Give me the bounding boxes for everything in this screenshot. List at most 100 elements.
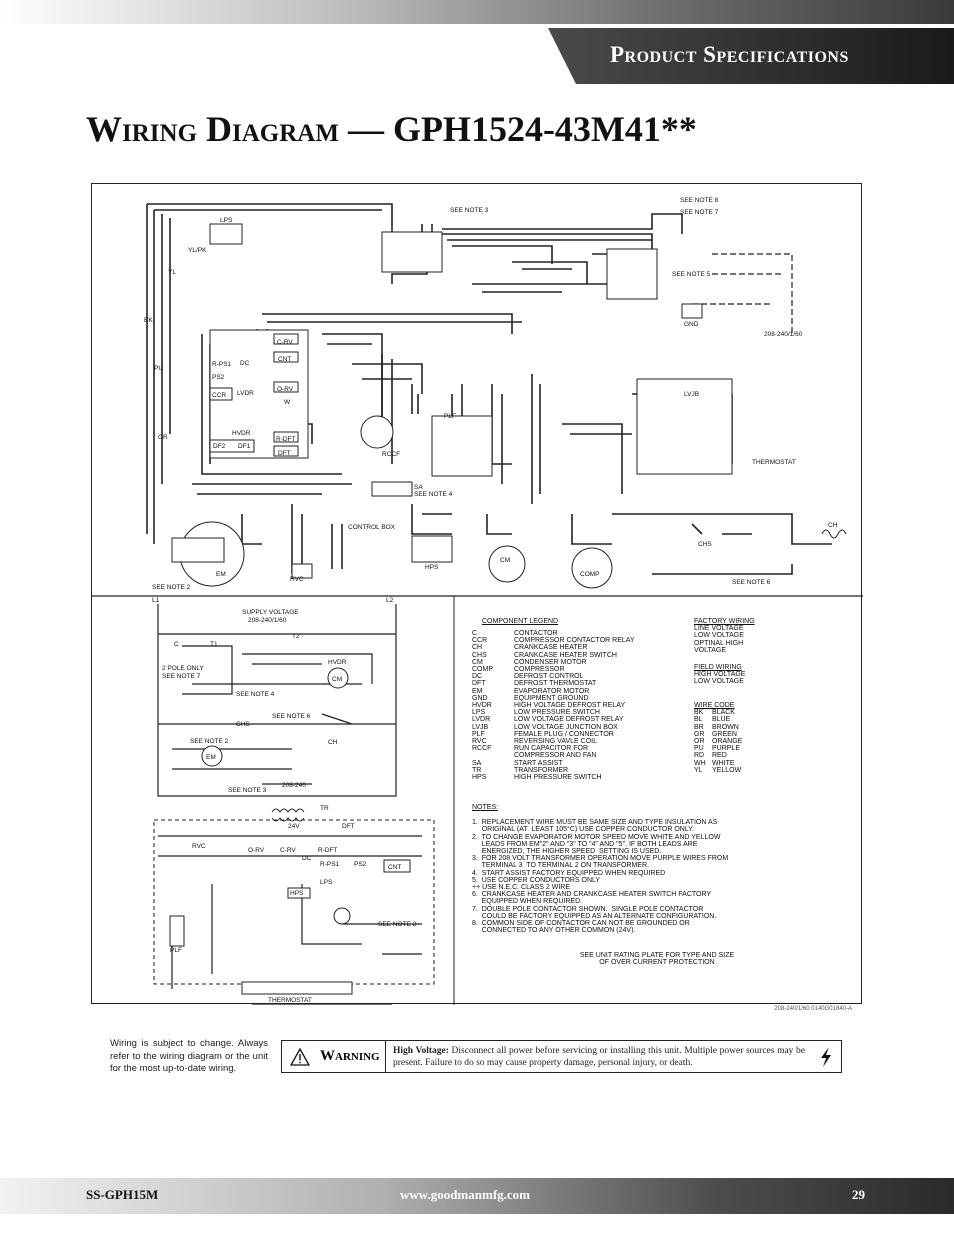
label-see-note-7-lower: SEE NOTE 7 xyxy=(162,673,201,680)
note-line: TERMINAL 3 TO TERMINAL 2 ON TRANSFORMER. xyxy=(472,862,649,870)
label-c-rv: C-RV xyxy=(277,339,293,346)
label-l1: L1 xyxy=(152,597,160,604)
label-df2: DF2 xyxy=(213,443,226,450)
label-plf-lower: PLF xyxy=(170,947,182,954)
legend-item: COMPRESSOR AND FAN xyxy=(472,752,672,759)
footer-url[interactable]: www.goodmanmfg.com xyxy=(400,1187,530,1202)
legend-abbr: C xyxy=(472,630,478,637)
lower-ladder-wires xyxy=(157,604,397,797)
label-chs: CHS xyxy=(698,541,712,548)
legend-title: COMPONENT LEGEND xyxy=(482,618,559,625)
legend-item: DFT DEFROST THERMOSTAT xyxy=(472,680,672,687)
top-gradient-band xyxy=(0,0,954,24)
wire-code-abbr: OR xyxy=(694,738,705,746)
legend-desc: COMPRESSOR xyxy=(514,666,565,674)
lower-ladder-low-voltage-wires xyxy=(158,835,422,1005)
lower-ladder-low-voltage xyxy=(153,819,435,985)
note-line: 4. START ASSIST FACTORY EQUIPPED WHEN RE… xyxy=(472,869,666,877)
label-lvjb: LVJB xyxy=(684,391,699,398)
factory-wiring-line: LINE VOLTAGE xyxy=(694,625,744,633)
label-em: EM xyxy=(216,571,226,578)
warning-body: Disconnect all power before servicing or… xyxy=(393,1046,806,1068)
label-plf: PLF xyxy=(444,413,456,420)
legend-desc: CONDENSER MOTOR xyxy=(514,658,587,666)
label-l2: L2 xyxy=(386,597,394,604)
rating-note-line: OF OVER CURRENT PROTECTION xyxy=(599,959,715,967)
label-em-lower: EM xyxy=(206,754,216,761)
legend-desc: DEFROST THERMOSTAT xyxy=(514,680,597,688)
legend-desc: DEFROST CONTROL xyxy=(514,673,584,681)
label-rccf: RCCF xyxy=(382,451,400,458)
factory-wiring-key: FACTORY WIRING LINE VOLTAGE LOW VOLTAGE … xyxy=(694,618,844,686)
wire-code-abbr: PU xyxy=(694,745,704,753)
label-see-note-4-lower: SEE NOTE 4 xyxy=(236,691,275,698)
legend-abbr: RCCF xyxy=(472,745,492,753)
label-ps2-lower: PS2 xyxy=(354,861,367,868)
label-comp: COMP xyxy=(580,571,600,578)
label-hvdr: HVDR xyxy=(232,430,251,437)
legend-abbr: PLF xyxy=(472,730,485,738)
label-r-dft-lower: R-DFT xyxy=(318,847,338,854)
legend-desc: REVERSING VAVLE COIL xyxy=(514,738,597,746)
label-hps: HPS xyxy=(425,564,439,571)
note-line: ++ USE N.E.C. CLASS 2 WIRE xyxy=(472,884,571,892)
factory-wiring-line: OPTINAL HIGH xyxy=(694,639,744,647)
label-pu: PU xyxy=(154,365,163,372)
note-line: 3. FOR 208 VOLT TRANSFORMER OPERATION MO… xyxy=(472,855,729,863)
label-r-dft: R-DFT xyxy=(276,436,296,443)
legend-item: DC DEFROST CONTROL xyxy=(472,673,672,680)
note-line: COULD BE FACTORY EQUIPPED AS AN ALTERNAT… xyxy=(472,912,717,920)
legend-desc: FEMALE PLUG / CONNECTOR xyxy=(514,730,614,738)
note-line: 5. USE COPPER CONDUCTORS ONLY xyxy=(472,876,601,884)
label-thermostat-lower: THERMOSTAT xyxy=(268,997,312,1004)
note-line: LEADS FROM EM"2" AND "3" TO "4" AND "5".… xyxy=(472,840,698,848)
legend-abbr: RVC xyxy=(472,738,487,746)
rating-note: SEE UNIT RATING PLATE FOR TYPE AND SIZE … xyxy=(527,952,787,966)
legend-abbr: LVDR xyxy=(472,716,491,724)
legend-abbr: HVDR xyxy=(472,702,492,710)
legend-item: RVC REVERSING VAVLE COIL xyxy=(472,738,672,745)
legend-desc: TRANSFORMER xyxy=(514,766,569,774)
legend-abbr: GND xyxy=(472,694,488,702)
label-yl: YL xyxy=(168,269,176,276)
legend-desc: CRANKCASE HEATER SWITCH xyxy=(514,651,617,659)
footer-model: SS-GPH15M xyxy=(86,1187,159,1202)
wire-code-color: YELLOW xyxy=(712,766,742,774)
label-lps-lower: LPS xyxy=(320,879,333,886)
label-cnt-lower: CNT xyxy=(388,864,401,871)
note-line: CONNECTED TO ANY OTHER COMMON (24V). xyxy=(472,927,636,935)
warning-label: Warning xyxy=(282,1041,386,1072)
wiring-diagram: LPS YL/PK YL BK PU GR SEE NOTE 3 SEE NOT… xyxy=(91,183,863,1012)
wire-code-abbr: BL xyxy=(694,716,703,724)
factory-wiring-line: VOLTAGE xyxy=(694,646,727,654)
rating-note-line: SEE UNIT RATING PLATE FOR TYPE AND SIZE xyxy=(579,952,735,959)
note-line: ENERGIZED, THE HIGHER SPEED SETTING IS U… xyxy=(472,848,662,856)
legend-abbr: DC xyxy=(472,673,483,681)
legend-abbr xyxy=(472,752,514,759)
legend-desc: LOW VOLTAGE JUNCTION BOX xyxy=(514,723,618,731)
legend-abbr: CHS xyxy=(472,651,487,659)
wire-code-color: ORANGE xyxy=(712,738,743,746)
legend-abbr: DFT xyxy=(472,680,486,688)
wire-code-abbr: BK xyxy=(694,709,704,717)
label-o-rv: O-RV xyxy=(277,386,294,393)
label-see-note-8: SEE NOTE 8 xyxy=(680,197,719,204)
label-yl-pk: YL/PK xyxy=(188,247,207,254)
factory-wiring-line: LOW VOLTAGE xyxy=(694,632,744,640)
label-208-240: 208-240 xyxy=(282,782,306,789)
factory-wiring-title: FACTORY WIRING xyxy=(694,618,755,625)
